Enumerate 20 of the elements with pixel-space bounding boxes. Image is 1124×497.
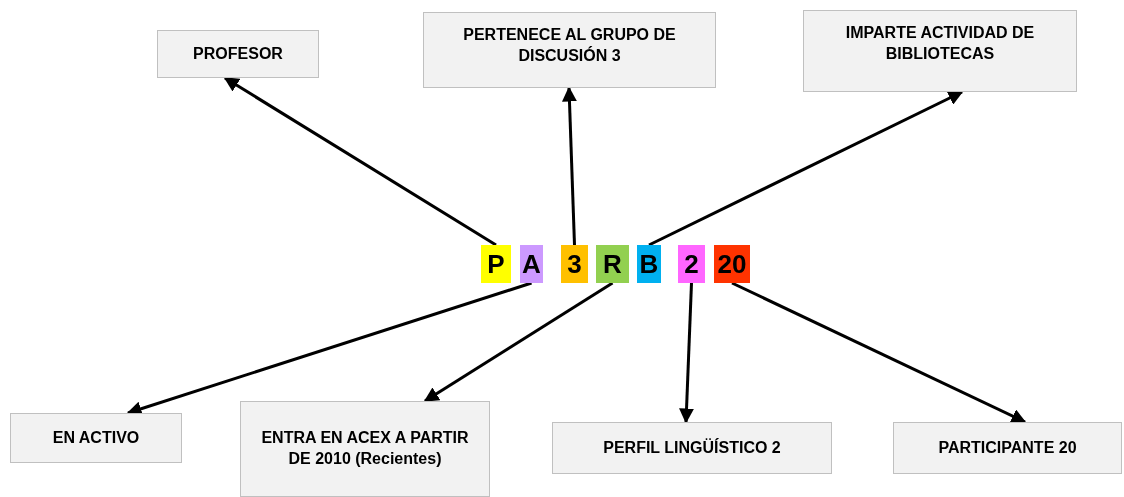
description-box: PERFIL LINGÜÍSTICO 2 [552, 422, 832, 474]
arrow [648, 90, 964, 247]
description-box: PERTENECE AL GRUPO DE DISCUSIÓN 3 [423, 12, 716, 88]
description-box: ENTRA EN ACEX A PARTIR DE 2010 (Recientes) [240, 401, 490, 497]
code-letter: A [520, 245, 543, 283]
description-box: IMPARTE ACTIVIDAD DE BIBLIOTECAS [803, 10, 1077, 92]
arrow [731, 281, 1027, 424]
description-box: PARTICIPANTE 20 [893, 422, 1122, 474]
arrow [223, 76, 497, 247]
code-letter: P [481, 245, 511, 283]
code-letter: R [596, 245, 629, 283]
description-box: EN ACTIVO [10, 413, 182, 463]
arrow [562, 86, 577, 246]
code-letter: B [637, 245, 661, 283]
code-letter: 3 [561, 245, 588, 283]
code-letter: 2 [678, 245, 705, 283]
code-letter: 20 [714, 245, 750, 283]
arrow [423, 281, 614, 403]
description-box: PROFESOR [157, 30, 319, 78]
arrow [679, 282, 695, 424]
